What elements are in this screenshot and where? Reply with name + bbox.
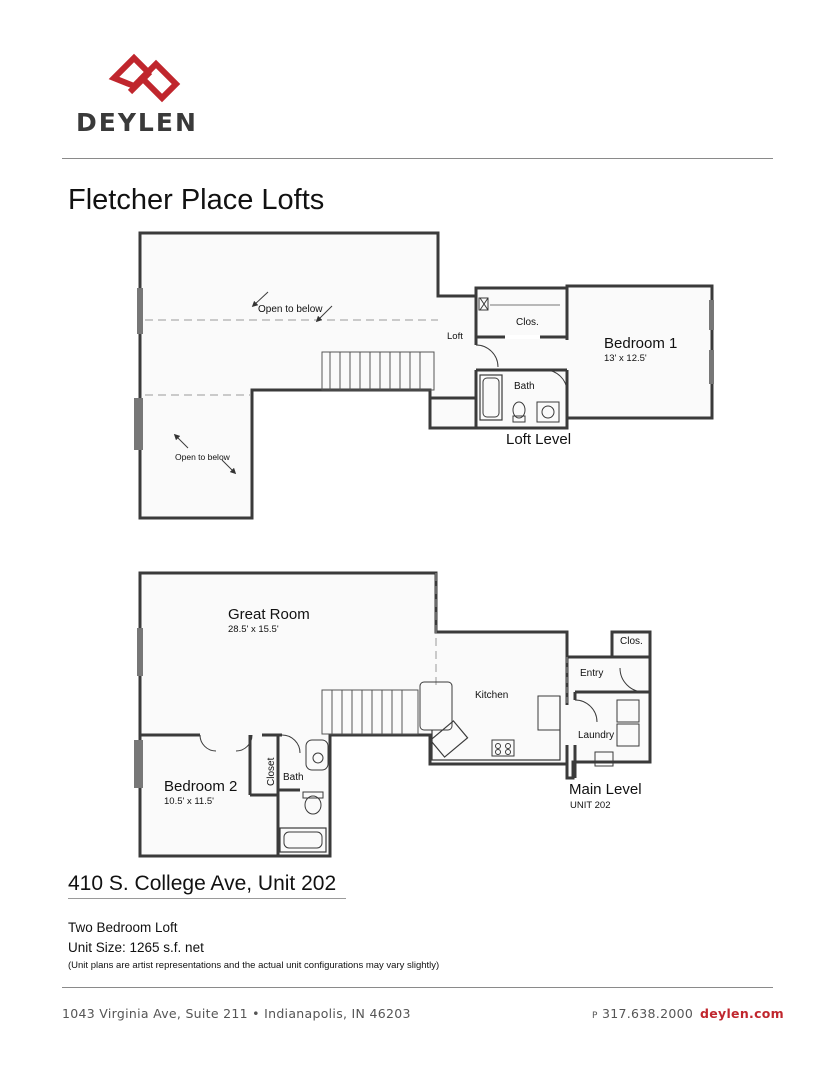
unit-size: Unit Size: 1265 s.f. net	[68, 940, 204, 955]
main-level-label: Main Level	[569, 781, 642, 798]
main-bath-label: Bath	[283, 772, 304, 783]
phone-number: 317.638.2000	[602, 1006, 694, 1021]
bedroom2-size: 10.5' x 11.5'	[164, 796, 214, 807]
footer-address: 1043 Virginia Ave, Suite 211 • Indianapo…	[62, 1006, 411, 1021]
unit-number-label: UNIT 202	[570, 800, 610, 811]
footer-website-link[interactable]: deylen.com	[700, 1006, 785, 1021]
loft-open-below-label: Open to below	[258, 304, 323, 315]
main-closet-label: Clos.	[620, 636, 643, 647]
unit-type: Two Bedroom Loft	[68, 920, 178, 935]
brand-name: DEYLEN	[76, 108, 198, 137]
deylen-logo-icon	[108, 53, 181, 103]
loft-closet-label: Clos.	[516, 317, 539, 328]
laundry-label: Laundry	[578, 730, 614, 741]
entry-label: Entry	[580, 668, 603, 679]
bedroom2-closet-label: Closet	[266, 757, 277, 786]
main-level-plan	[134, 571, 652, 858]
loft-bath-label: Bath	[514, 381, 535, 392]
loft-label: Loft	[447, 331, 463, 342]
unit-address: 410 S. College Ave, Unit 202	[68, 872, 346, 899]
footer-phone: P 317.638.2000	[592, 1006, 693, 1021]
bedroom1-name: Bedroom 1	[604, 335, 677, 352]
page-title: Fletcher Place Lofts	[68, 184, 325, 216]
loft-open-below-label-2: Open to below	[175, 452, 231, 462]
footer-divider	[62, 987, 773, 988]
floor-plans: Open to below Open to below Loft Clos. B…	[134, 231, 714, 858]
header-divider	[62, 158, 773, 159]
great-room-name: Great Room	[228, 606, 310, 623]
disclaimer: (Unit plans are artist representations a…	[68, 960, 440, 971]
kitchen-label: Kitchen	[475, 690, 508, 701]
bedroom1-size: 13' x 12.5'	[604, 353, 647, 364]
brand-logo: DEYLEN	[76, 52, 216, 142]
loft-level-plan	[134, 231, 714, 520]
bedroom2-name: Bedroom 2	[164, 778, 237, 795]
phone-prefix: P	[592, 1011, 598, 1021]
great-room-size: 28.5' x 15.5'	[228, 624, 279, 635]
loft-level-label: Loft Level	[506, 431, 571, 448]
